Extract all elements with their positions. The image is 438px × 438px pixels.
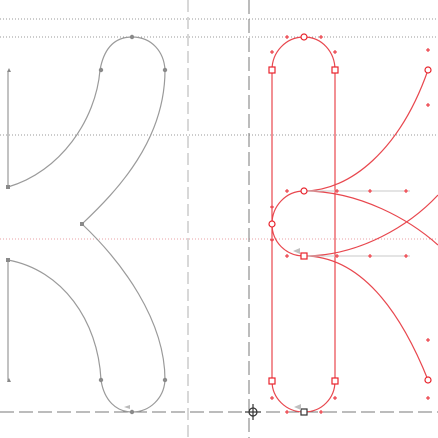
- active-lower-leg-inner-path: [303, 190, 438, 246]
- offcurve-point[interactable]: [404, 189, 408, 193]
- active-corner-point[interactable]: [268, 66, 276, 74]
- inactive-point[interactable]: [6, 185, 10, 189]
- active-inner-rounded-join-path: [271, 190, 305, 257]
- active-stem-path: [271, 36, 336, 413]
- offcurve-point[interactable]: [285, 254, 289, 258]
- active-offcurve-points: [270, 35, 430, 414]
- active-lower-leg-outer-path: [303, 255, 429, 381]
- inactive-direction-marker: [7, 378, 11, 382]
- offcurve-point[interactable]: [270, 238, 274, 242]
- offcurve-point[interactable]: [270, 205, 274, 209]
- active-smooth-point[interactable]: [424, 66, 432, 74]
- inactive-point[interactable]: [98, 67, 104, 73]
- active-corner-point[interactable]: [331, 377, 339, 385]
- active-handle-lines: [304, 190, 410, 257]
- offcurve-point[interactable]: [285, 189, 289, 193]
- direction-arrow-icon: [293, 248, 300, 254]
- active-corner-point[interactable]: [300, 252, 308, 260]
- active-start-point[interactable]: [300, 408, 308, 416]
- active-smooth-point[interactable]: [424, 376, 432, 384]
- offcurve-point[interactable]: [426, 338, 430, 342]
- direction-arrow-icon: [294, 404, 301, 410]
- offcurve-point[interactable]: [426, 48, 430, 52]
- inactive-point[interactable]: [129, 34, 135, 40]
- offcurve-point[interactable]: [285, 410, 289, 414]
- offcurve-point[interactable]: [426, 396, 430, 400]
- offcurve-point[interactable]: [333, 50, 337, 54]
- inactive-point[interactable]: [129, 409, 135, 415]
- active-upper-arm-outer-path: [303, 69, 429, 192]
- inactive-direction-marker: [7, 68, 11, 72]
- active-glyph-points: [268, 33, 432, 416]
- active-smooth-point[interactable]: [300, 187, 308, 195]
- vertical-guides: [187, 0, 250, 438]
- horizontal-guides: [0, 18, 438, 413]
- offcurve-point[interactable]: [270, 396, 274, 400]
- active-upper-arm-inner-path: [303, 194, 438, 257]
- active-corner-point[interactable]: [268, 377, 276, 385]
- offcurve-point[interactable]: [319, 35, 323, 39]
- origin-marker-icon[interactable]: [245, 404, 261, 420]
- offcurve-point[interactable]: [319, 410, 323, 414]
- inactive-glyph[interactable]: [7, 36, 166, 413]
- offcurve-point[interactable]: [426, 103, 430, 107]
- inactive-direction-marker: [124, 405, 130, 409]
- inactive-upper-arm-path: [7, 36, 166, 225]
- inactive-point[interactable]: [6, 258, 10, 262]
- offcurve-point[interactable]: [285, 35, 289, 39]
- offcurve-point[interactable]: [404, 254, 408, 258]
- active-smooth-point[interactable]: [300, 33, 308, 41]
- active-corner-point[interactable]: [331, 66, 339, 74]
- inactive-glyph-points: [6, 34, 168, 415]
- active-glyph[interactable]: [271, 36, 438, 413]
- inactive-lower-leg-path: [7, 223, 166, 413]
- offcurve-point[interactable]: [270, 50, 274, 54]
- inactive-point[interactable]: [162, 67, 168, 73]
- offcurve-point[interactable]: [335, 189, 339, 193]
- inactive-point[interactable]: [162, 377, 168, 383]
- active-smooth-point[interactable]: [268, 220, 276, 228]
- direction-arrows: [293, 248, 301, 410]
- offcurve-point[interactable]: [368, 254, 372, 258]
- offcurve-point[interactable]: [333, 396, 337, 400]
- inactive-point[interactable]: [98, 377, 104, 383]
- offcurve-point[interactable]: [335, 254, 339, 258]
- offcurve-point[interactable]: [368, 189, 372, 193]
- inactive-point[interactable]: [80, 222, 84, 226]
